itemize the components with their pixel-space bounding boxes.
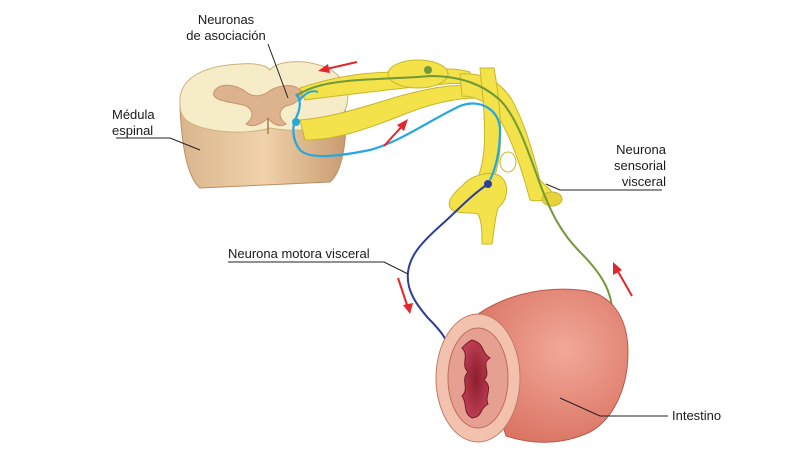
arrow-association (318, 61, 358, 73)
label-sensory-3: visceral (622, 174, 666, 189)
dorsal-root-ganglion (387, 59, 449, 89)
label-association-1: Neuronas (198, 12, 255, 27)
intestine (435, 288, 629, 443)
leader-motor (228, 261, 409, 275)
intestine-lumen (461, 339, 491, 419)
spinal-nerve (299, 59, 563, 245)
label-sensory-1: Neurona (616, 142, 667, 157)
label-association-2: de asociación (186, 28, 266, 43)
leader-sensory (545, 183, 662, 191)
motor-axon (406, 183, 489, 349)
arrow-sensory (613, 262, 633, 297)
label-intestine: Intestino (672, 408, 721, 423)
labels: Neuronas de asociación Médula espinal Ne… (112, 12, 721, 423)
leader-spinal (116, 137, 201, 151)
label-motor: Neurona motora visceral (228, 246, 370, 261)
direction-arrows (318, 61, 633, 314)
leader-association (267, 43, 289, 99)
arrow-motor (397, 277, 413, 314)
arrow-ventral (383, 119, 408, 147)
label-sensory-2: sensorial (614, 158, 666, 173)
association-cell-body (292, 118, 300, 126)
sensory-axon (295, 74, 614, 349)
grey-matter (213, 84, 303, 127)
label-spinal-1: Médula (112, 107, 155, 122)
leader-intestine (559, 397, 668, 417)
ganglion-hole (499, 151, 517, 173)
sensory-cell-body (424, 66, 432, 74)
association-neuron-2 (299, 90, 319, 101)
label-spinal-2: espinal (112, 123, 153, 138)
prevertebral-ganglion (448, 173, 507, 245)
association-neurons (292, 90, 502, 181)
leader-lines (116, 43, 668, 417)
